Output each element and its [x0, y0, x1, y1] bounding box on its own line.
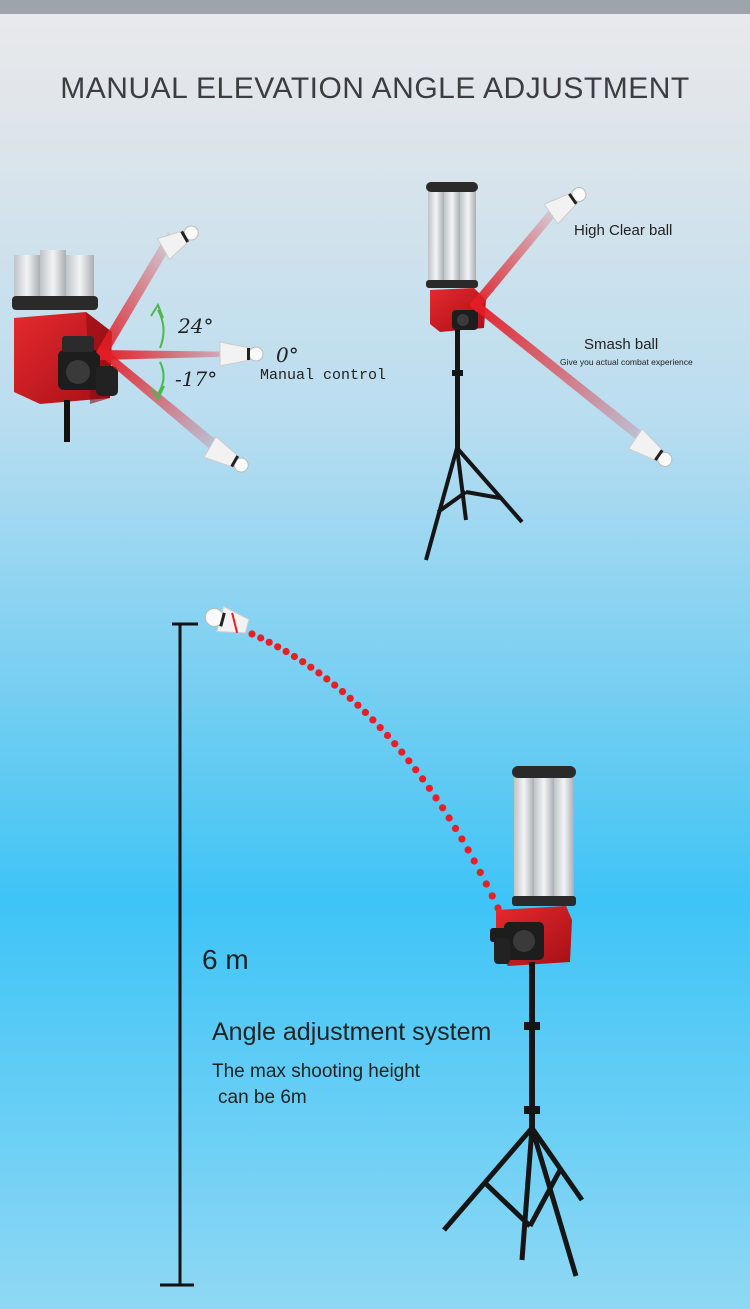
smash-label: Smash ball [584, 336, 659, 353]
trajectory-dot [354, 701, 362, 709]
system-title: Angle adjustment system [212, 1018, 492, 1046]
trajectory-dot [369, 716, 377, 724]
manual-control-label: Manual control [260, 367, 387, 384]
height-label: 6 m [202, 944, 249, 975]
angle-down-label: -17° [175, 367, 218, 391]
caption-line-1: The max shooting height [212, 1061, 421, 1082]
trajectory-dot [391, 740, 399, 748]
trajectory-dot [419, 775, 427, 783]
trajectory-dot [274, 643, 282, 651]
smash-subtitle: Give you actual combat experience [560, 357, 693, 367]
trajectory-dot [464, 846, 472, 854]
trajectory-dot [405, 757, 413, 765]
trajectory-dot [307, 663, 315, 671]
shuttlecock-smash [627, 428, 673, 467]
trajectory-dot [376, 724, 384, 732]
trajectory-dot [470, 857, 478, 865]
trajectory-dot [445, 814, 453, 822]
shuttlecock-high-clear [543, 187, 587, 225]
shuttlecock-flat [219, 341, 264, 367]
trajectory-dot [488, 892, 496, 900]
trajectory-dot [439, 804, 447, 812]
trajectory-dot [299, 658, 307, 666]
trajectory-dot [425, 784, 433, 792]
trajectory-dot [451, 824, 460, 833]
trajectory-dots [248, 630, 502, 912]
shuttlecock-top [204, 605, 250, 634]
trajectory-dot [383, 731, 392, 740]
figure1-machine [12, 250, 118, 442]
figure1-beams [96, 232, 256, 456]
trajectory-dot [338, 688, 347, 696]
trajectory-dot [290, 652, 298, 661]
angle-zero-label: 0° [276, 343, 299, 367]
caption-line-2: can be 6m [218, 1087, 307, 1108]
trajectory-dot [265, 638, 273, 646]
angle-arc-arrows [150, 302, 165, 402]
shuttlecock-down [203, 435, 249, 473]
trajectory-dot [482, 880, 490, 888]
figure2-beams [470, 202, 660, 454]
figure3-machine [442, 766, 585, 1277]
trajectory-dot [331, 681, 339, 689]
shuttlecock-up [156, 225, 199, 261]
page-title: MANUAL ELEVATION ANGLE ADJUSTMENT [60, 72, 690, 105]
trajectory-dot [412, 766, 420, 774]
trajectory-dot [361, 708, 369, 717]
trajectory-dot [323, 675, 331, 683]
figure2-machine [424, 182, 524, 561]
height-scale-bar [160, 622, 198, 1287]
trajectory-dot [248, 630, 256, 638]
top-bar [0, 0, 750, 14]
trajectory-dot [257, 634, 265, 642]
trajectory-dot [315, 669, 323, 677]
trajectory-dot [346, 694, 354, 702]
trajectory-dot [282, 647, 290, 656]
high-clear-label: High Clear ball [574, 222, 673, 239]
trajectory-dot [398, 748, 406, 756]
trajectory-dot [476, 868, 484, 877]
trajectory-dot [432, 794, 440, 802]
trajectory-dot [458, 835, 466, 843]
angle-up-label: 24° [178, 314, 214, 338]
